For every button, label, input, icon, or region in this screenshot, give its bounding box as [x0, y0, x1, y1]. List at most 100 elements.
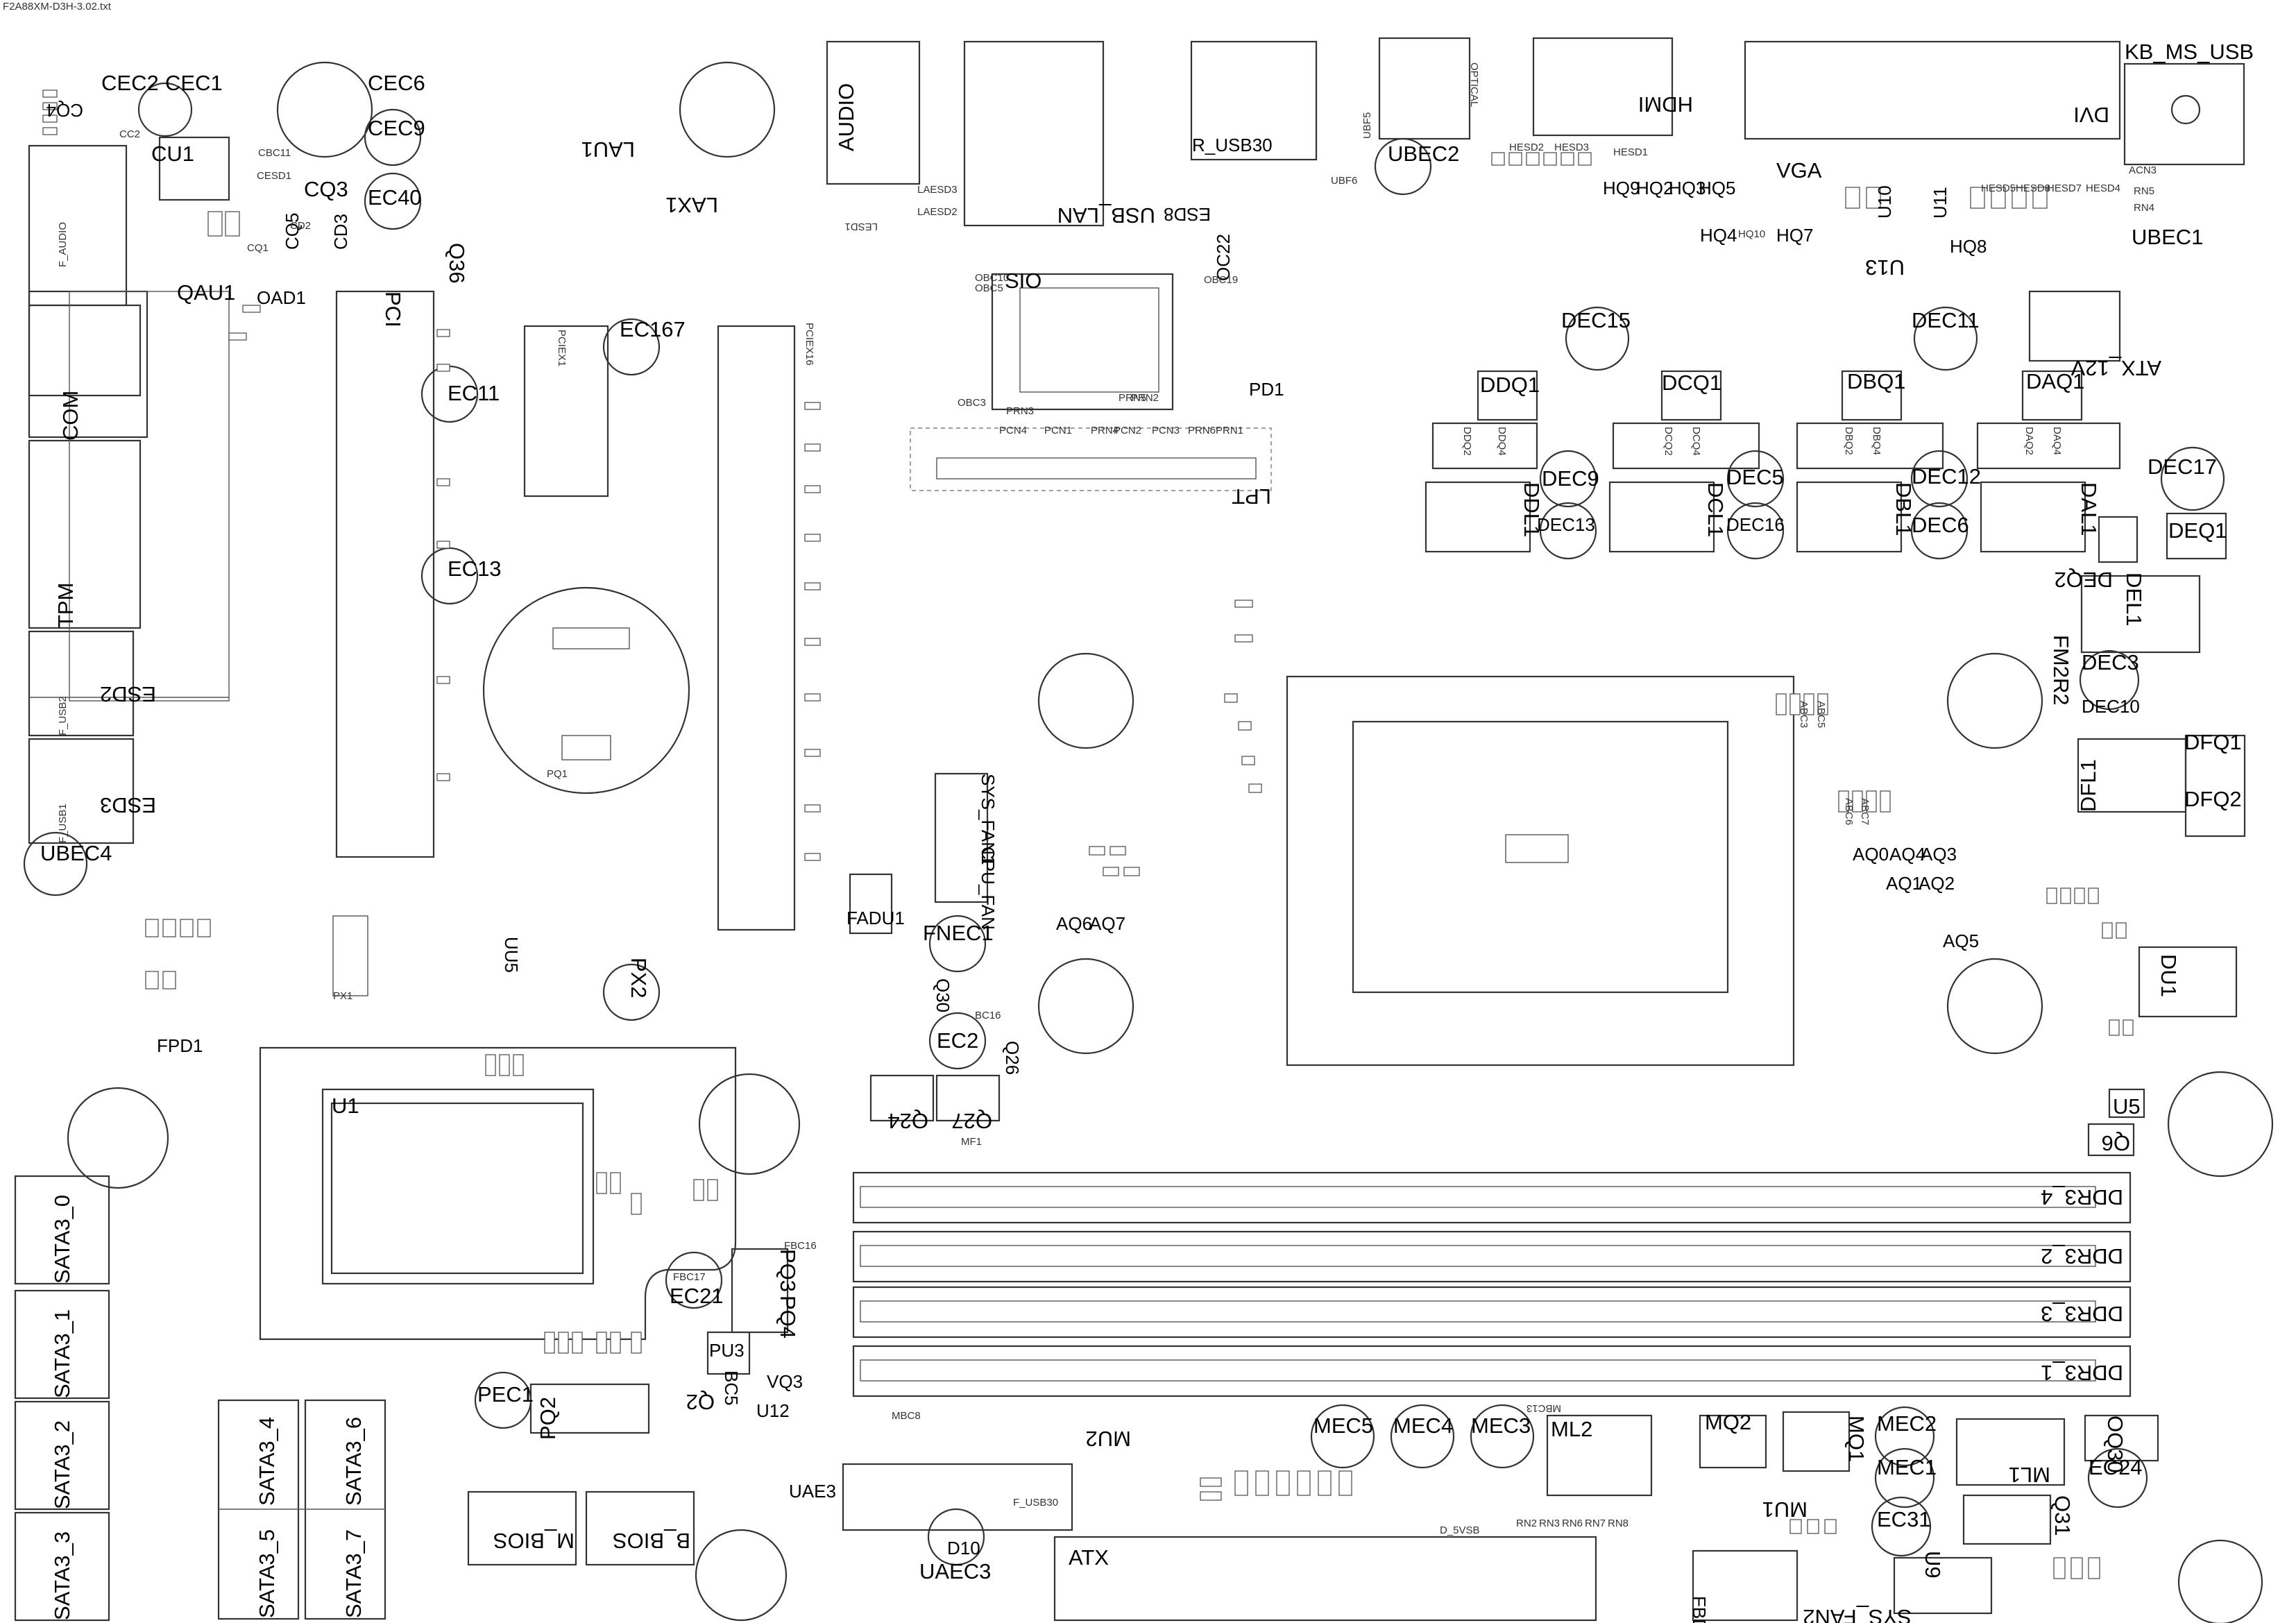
- label-ubec4: UBEC4: [40, 841, 112, 865]
- label-lpt: LPT: [1232, 484, 1271, 509]
- label-usb-lan: USB_LAN: [1057, 203, 1155, 228]
- label-dal1: DAL1: [2077, 482, 2101, 536]
- label-u11: U11: [1930, 187, 1950, 219]
- label-lax1: LAX1: [665, 193, 718, 217]
- label-px1: PX1: [333, 990, 352, 1002]
- label-ml1: ML1: [2009, 1463, 2050, 1487]
- label-cq1: CQ1: [247, 242, 269, 254]
- label-ddr3-1: DDR3_1: [2041, 1361, 2123, 1385]
- label-ddr3-3: DDR3_3: [2041, 1302, 2123, 1326]
- label-fbc17: FBC17: [673, 1271, 706, 1283]
- small-footprints: [42, 90, 2134, 1579]
- label-prn2: PRN2: [1131, 392, 1159, 404]
- label-q24: Q24: [887, 1109, 928, 1133]
- label-pcn4: PCN4: [999, 425, 1027, 436]
- label-abc7: ABC7: [1859, 798, 1871, 825]
- label-abc5: ABC5: [1815, 701, 1827, 728]
- label-fbdu1: FBDU1: [1689, 1596, 1710, 1623]
- label-ml2: ML2: [1551, 1417, 1592, 1441]
- label-laesd2: LAESD2: [917, 206, 958, 218]
- label-cpu-fan: CPU_FAN: [978, 847, 998, 930]
- label-rn2: RN2: [1516, 1518, 1537, 1529]
- label-dfq2: DFQ2: [2184, 787, 2242, 811]
- label-dec12: DEC12: [1912, 464, 1981, 488]
- label-ec21: EC21: [670, 1284, 724, 1308]
- label-cd3: CD3: [330, 214, 351, 250]
- label-ddl1: DDL1: [1520, 482, 1544, 537]
- label-com: COM: [58, 391, 83, 441]
- label-sata3-3: SATA3_3: [50, 1531, 74, 1620]
- label-hq3: HQ3: [1669, 178, 1706, 198]
- label-atx: ATX: [1069, 1545, 1109, 1570]
- label-f-usb30: F_USB30: [1013, 1497, 1058, 1509]
- label-dbl1: DBL1: [1891, 482, 1916, 536]
- label-dcq1: DCQ1: [1662, 371, 1721, 395]
- label-f-usb1: F_USB1: [57, 804, 69, 843]
- label-mec1: MEC1: [1877, 1455, 1937, 1479]
- label-hq9: HQ9: [1603, 178, 1640, 198]
- label-ddq1: DDQ1: [1480, 373, 1540, 397]
- label-cec9: CEC9: [368, 116, 425, 140]
- label-hq5: HQ5: [1699, 178, 1735, 198]
- label-pciex16: PCIEX16: [803, 323, 815, 366]
- label-u13: U13: [1865, 255, 1905, 280]
- label-ec31: EC31: [1877, 1507, 1931, 1531]
- label-fm2r2: FM2R2: [2049, 635, 2073, 706]
- label-prn3: PRN3: [1006, 405, 1034, 417]
- label-dec9: DEC9: [1542, 466, 1599, 491]
- label-aq3: AQ3: [1921, 844, 1957, 865]
- label-esd3: ESD3: [100, 793, 156, 817]
- file-title: F2A88XM-D3H-3.02.txt: [3, 1, 112, 12]
- label-mu2: MU2: [1086, 1427, 1131, 1451]
- label-prn4: PRN4: [1091, 425, 1119, 436]
- label-obc19: OBC19: [1204, 274, 1238, 286]
- outlines: [14, 37, 2274, 1623]
- label-mq2: MQ2: [1705, 1410, 1751, 1434]
- label-cec1: CEC1: [165, 71, 223, 95]
- label-sio: SIO: [1005, 269, 1041, 293]
- label-dec13: DEC13: [1537, 514, 1595, 535]
- label-hesd5: HESD5: [1981, 182, 2016, 194]
- label-cq3: CQ3: [304, 177, 348, 201]
- label-f-audio: F_AUDIO: [57, 222, 69, 267]
- label-vga: VGA: [1776, 158, 1822, 182]
- label-aq2: AQ2: [1919, 873, 1955, 894]
- label-q31: Q31: [2050, 1495, 2075, 1536]
- label-sata3-7: SATA3_7: [341, 1529, 366, 1618]
- label-obc10: OBC10: [975, 272, 1009, 284]
- label-pec1: PEC1: [477, 1382, 534, 1407]
- label-dcl1: DCL1: [1703, 482, 1728, 537]
- label-pd1: PD1: [1249, 379, 1284, 400]
- label-dcq4: DCQ4: [1690, 427, 1702, 456]
- label-prn5: PRN5: [1119, 392, 1146, 404]
- label-aq1: AQ1: [1886, 873, 1922, 894]
- label-dvi: DVI: [2073, 103, 2109, 127]
- label-rn7: RN7: [1585, 1518, 1606, 1529]
- label-esd8: ESD8: [1164, 204, 1211, 225]
- label-m-bios: M_BIOS: [493, 1529, 575, 1553]
- label-d-5vsb: D_5VSB: [1440, 1524, 1480, 1536]
- label-q36: Q36: [445, 243, 469, 284]
- label-hesd2: HESD2: [1509, 142, 1544, 153]
- label-uu5: UU5: [501, 937, 522, 973]
- label-u12: U12: [756, 1400, 790, 1421]
- label-cq5: CQ5: [282, 213, 303, 250]
- label-cesd1: CESD1: [257, 170, 291, 182]
- label-vq3: VQ3: [767, 1371, 803, 1392]
- label-uaec3: UAEC3: [919, 1559, 991, 1583]
- label-hesd8: HESD8: [2016, 182, 2050, 194]
- label-rn8: RN8: [1608, 1518, 1629, 1529]
- label-ubf6: UBF6: [1331, 175, 1357, 187]
- label-kb-ms-usb: KB_MS_USB: [2125, 40, 2254, 64]
- label-fadu1: FADU1: [847, 908, 905, 928]
- label-abc3: ABC3: [1798, 701, 1810, 728]
- label-hesd7: HESD7: [2047, 182, 2082, 194]
- label-ubec2: UBEC2: [1388, 142, 1459, 166]
- label-pciex1: PCIEX1: [556, 330, 568, 366]
- label-dbq4: DBQ4: [1871, 427, 1882, 455]
- label-uae3: UAE3: [789, 1481, 836, 1502]
- label-dfl1: DFL1: [2076, 759, 2100, 812]
- label-cu1: CU1: [151, 142, 194, 166]
- label-mec3: MEC3: [1471, 1413, 1531, 1438]
- label-q6: Q6: [2102, 1131, 2130, 1155]
